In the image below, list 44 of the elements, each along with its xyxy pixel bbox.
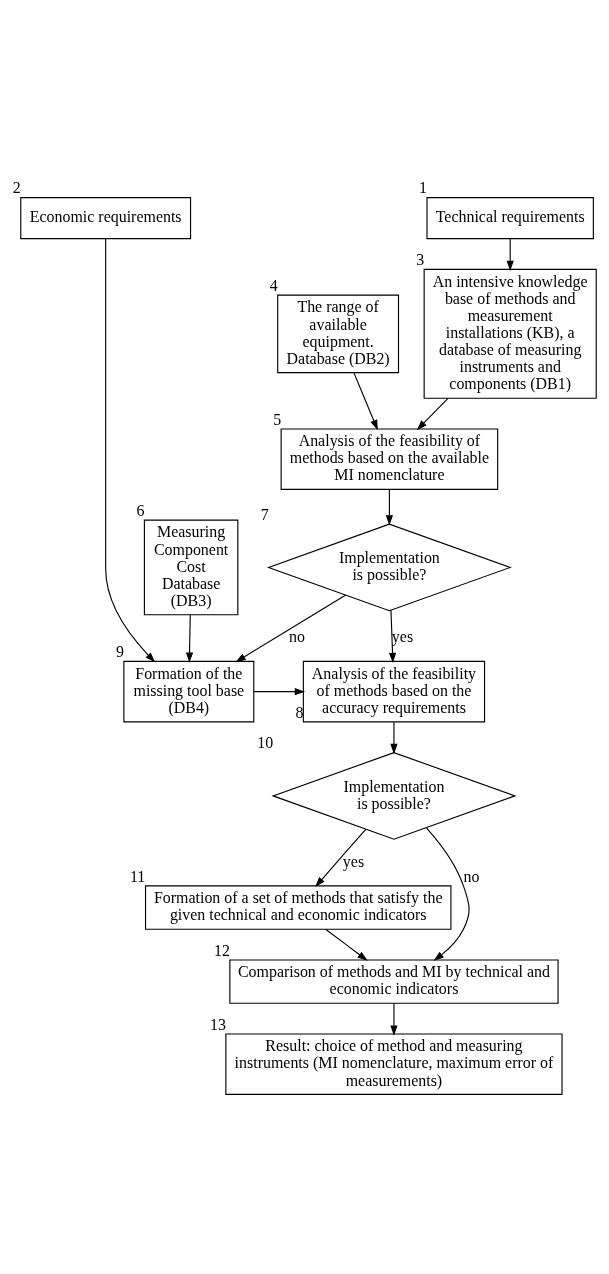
node-box: Formation of the missing tool base (DB4) [123,660,255,722]
arrow [325,928,368,961]
edge-label: yes [391,627,414,645]
node-label: 4 [269,276,278,294]
arrow [426,826,470,961]
arrow [385,488,393,526]
arrow [416,397,449,430]
node-label: 11 [129,867,146,885]
arrow [390,1002,398,1036]
node-label: 3 [416,250,425,268]
node-box: Technical requirements [426,196,594,239]
node-diamond: Implementation is possible? [266,523,512,611]
node-label: 2 [12,178,21,196]
node-label: 7 [260,505,269,523]
arrow [506,238,514,271]
arrow [315,828,367,887]
arrow [388,609,397,663]
node-box: Measuring Component Cost Database (DB3) [143,519,239,615]
arrow [353,371,378,430]
node-box: Comparison of methods and MI by technical and economic indicators [229,958,559,1004]
node-box: Result: choice of method and measuring instruments (MI nomenclature, maximum error of measurements) [225,1033,563,1095]
node-label: 5 [273,410,282,428]
edge-label: no [289,627,306,645]
node-box: An intensive knowledge base of methods and measurement installations (KB), a database of measuring instruments and components (DB1) [423,268,597,399]
node-box: The range of available equipment. Database (DB2) [277,294,400,373]
node-label: 10 [257,733,274,751]
arrow [390,721,398,754]
edge-label: no [463,867,480,885]
node-label: 13 [209,1015,226,1033]
node-label: 6 [136,501,145,519]
arrow [105,237,156,662]
node-box: Economic requirements [20,196,192,239]
arrow [253,687,305,695]
node-label: 9 [115,642,124,660]
node-label: 12 [213,941,230,959]
arrow [235,594,346,662]
node-box: Formation of a set of methods that satisfy the given technical and economic indicators [144,884,452,930]
node-box: Analysis of the feasibility of methods based on the available MI nomenclature [280,427,499,490]
node-label: 1 [419,178,427,196]
node-box: Analysis of the feasibility of methods based on the accuracy requirements [302,660,486,722]
node-label: 8 [295,702,304,720]
arrow [185,613,194,663]
node-diamond: Implementation is possible? [271,751,517,840]
edge-label: yes [342,852,365,870]
